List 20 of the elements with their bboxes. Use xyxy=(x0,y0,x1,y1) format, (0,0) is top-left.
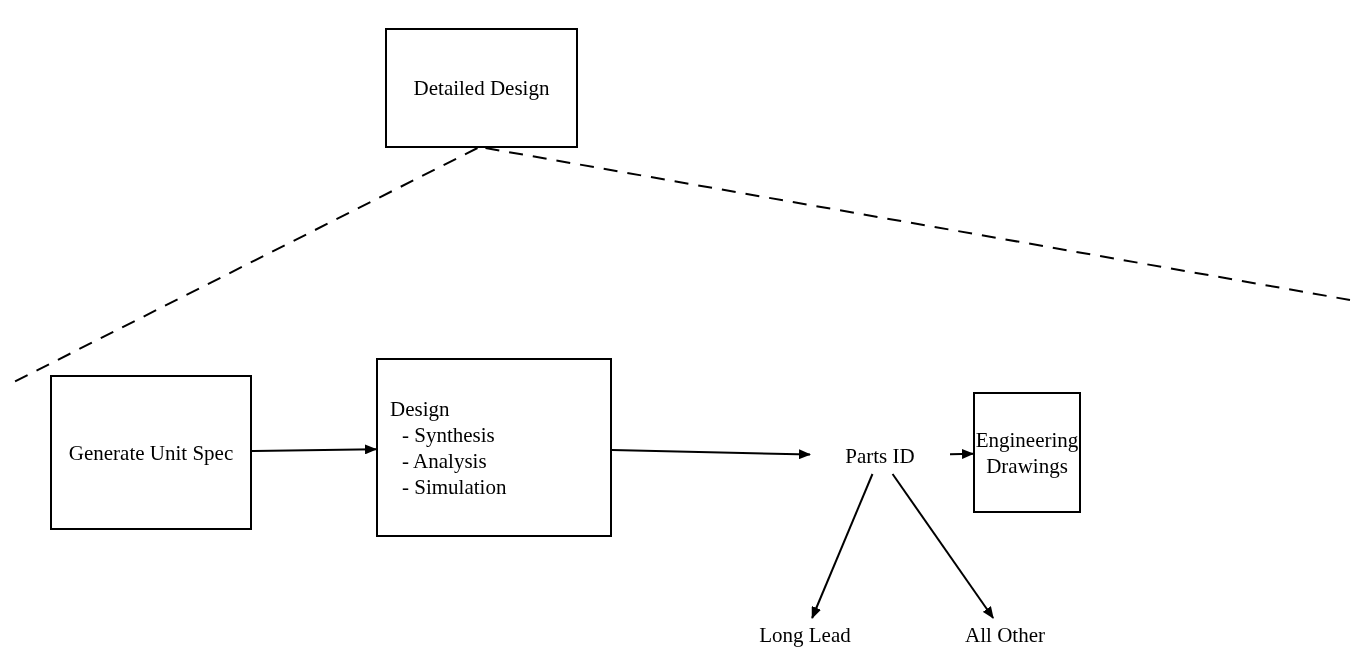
box-label: Generate Unit Spec xyxy=(68,439,234,466)
list-item: - Synthesis xyxy=(401,421,496,448)
arrow xyxy=(891,473,995,619)
node-label: Long Lead xyxy=(745,618,865,652)
list-item: - Simulation xyxy=(401,473,508,500)
arrow xyxy=(251,444,377,455)
arrow xyxy=(611,449,811,460)
process-box xyxy=(50,375,252,530)
arrow xyxy=(811,473,874,619)
node-label: All Other xyxy=(945,618,1065,652)
box-heading: Design xyxy=(390,395,451,422)
process-box xyxy=(973,392,1081,513)
dashed-line xyxy=(484,147,1351,301)
list-item: - Analysis xyxy=(401,447,488,474)
box-label: Detailed Design xyxy=(413,75,550,101)
box-label: Engineering Drawings xyxy=(975,426,1079,479)
arrow xyxy=(949,449,974,460)
node-label: Parts ID xyxy=(810,438,950,474)
process-box xyxy=(385,28,578,148)
process-box xyxy=(376,358,612,537)
